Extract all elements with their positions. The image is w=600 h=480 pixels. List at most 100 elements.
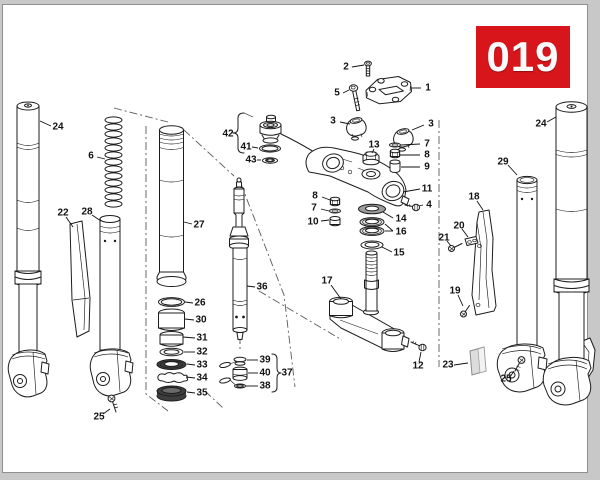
cartridge-tube bbox=[156, 125, 187, 287]
lower-triple-clamp bbox=[329, 250, 427, 352]
part-callout-3: 3 bbox=[330, 115, 336, 127]
part-callout-23: 23 bbox=[442, 359, 454, 371]
leader-line-33 bbox=[186, 363, 196, 366]
bolt-25-left bbox=[107, 394, 119, 413]
leader-line-4 bbox=[418, 204, 424, 207]
washer-7-right bbox=[389, 142, 401, 148]
part-callout-11: 11 bbox=[421, 183, 433, 195]
steering-bearings bbox=[358, 203, 386, 250]
leader-line-7 bbox=[320, 208, 330, 212]
leader-lines bbox=[39, 64, 557, 415]
part-callout-13: 13 bbox=[368, 139, 380, 151]
part-callout-38: 38 bbox=[259, 380, 271, 392]
leader-line-17 bbox=[330, 284, 342, 300]
page-number: 019 bbox=[486, 33, 560, 80]
part-callout-12: 12 bbox=[412, 360, 424, 372]
leader-line-28 bbox=[91, 214, 102, 222]
nut-8-left bbox=[329, 196, 341, 207]
leader-line-20 bbox=[461, 228, 469, 238]
part-callout-8: 8 bbox=[312, 190, 318, 202]
fork-spring bbox=[104, 116, 123, 208]
rebound-adjuster-parts bbox=[219, 353, 282, 393]
part-callout-34: 34 bbox=[196, 372, 208, 384]
fork-leg-right-outer bbox=[542, 101, 596, 406]
bolt-21 bbox=[448, 243, 463, 252]
leader-line-21 bbox=[446, 240, 452, 247]
leader-line-10 bbox=[320, 219, 330, 222]
leader-line-5 bbox=[342, 89, 350, 94]
fork-guard-strip-left bbox=[69, 220, 91, 338]
leader-line-22 bbox=[65, 216, 74, 228]
leader-line-29 bbox=[507, 164, 518, 176]
part-callout-18: 18 bbox=[468, 191, 480, 203]
part-callout-19: 19 bbox=[449, 285, 461, 297]
leader-line-31 bbox=[182, 336, 196, 339]
leader-line-15 bbox=[381, 246, 393, 253]
part-callout-31: 31 bbox=[196, 332, 208, 344]
part-callout-41: 41 bbox=[240, 141, 252, 153]
part-callout-27: 27 bbox=[193, 219, 205, 231]
part-callout-6: 6 bbox=[88, 150, 94, 162]
leader-line-7 bbox=[400, 143, 421, 146]
part-callout-37: 37 bbox=[281, 367, 293, 379]
leader-line-30 bbox=[184, 318, 195, 321]
steering-stem-nut-13 bbox=[362, 151, 380, 166]
leader-line-16 bbox=[384, 223, 394, 232]
part-callout-26: 26 bbox=[194, 297, 206, 309]
part-callout-33: 33 bbox=[196, 359, 208, 371]
fork-guard-right-group bbox=[448, 209, 497, 376]
part-callout-7: 7 bbox=[311, 202, 317, 214]
guard-bracket-20 bbox=[464, 236, 479, 246]
leader-line-6 bbox=[96, 156, 106, 160]
leader-line-12 bbox=[418, 351, 422, 363]
part-callout-29: 29 bbox=[497, 156, 509, 168]
part-callout-20: 20 bbox=[453, 220, 465, 232]
fork-leg-right-inner bbox=[496, 175, 548, 393]
part-callout-30: 30 bbox=[195, 314, 207, 326]
leader-line-2 bbox=[351, 64, 365, 68]
o-ring-41 bbox=[259, 144, 281, 153]
page-number-badge: 019 bbox=[476, 26, 570, 88]
part-callout-32: 32 bbox=[196, 346, 208, 358]
part-callout-3: 3 bbox=[428, 118, 434, 130]
assembly-axis-lines bbox=[113, 107, 440, 412]
handlebar-mount bbox=[346, 60, 414, 152]
leader-line-24 bbox=[39, 120, 52, 127]
part-callout-21: 21 bbox=[438, 232, 450, 244]
leader-line-8 bbox=[321, 196, 331, 201]
part-callout-14: 14 bbox=[395, 213, 407, 225]
fork-protector-18 bbox=[471, 209, 497, 316]
leader-line-25 bbox=[509, 370, 515, 378]
part-callout-43: 43 bbox=[245, 154, 257, 166]
part-callout-24: 24 bbox=[52, 121, 64, 133]
part-callout-5: 5 bbox=[334, 87, 340, 99]
part-callout-4: 4 bbox=[426, 199, 432, 211]
part-callout-36: 36 bbox=[256, 281, 268, 293]
fork-leg-left-outer bbox=[7, 101, 50, 398]
leader-line-34 bbox=[185, 376, 196, 379]
leader-line-11 bbox=[402, 188, 421, 193]
leader-line-23 bbox=[453, 362, 469, 366]
part-callout-8: 8 bbox=[424, 149, 430, 161]
brace-37 bbox=[271, 353, 282, 393]
fork-cap-assembly bbox=[232, 112, 328, 164]
part-callout-10: 10 bbox=[307, 216, 319, 228]
part-callout-17: 17 bbox=[321, 275, 333, 287]
bolt-2 bbox=[364, 60, 372, 77]
brace-42 bbox=[232, 112, 245, 154]
part-callout-28: 28 bbox=[81, 206, 93, 218]
leader-line-25 bbox=[102, 408, 111, 415]
damper-cartridge bbox=[229, 177, 249, 340]
leader-line-27 bbox=[183, 221, 193, 225]
bolt-12 bbox=[410, 340, 427, 352]
leader-line-26 bbox=[184, 301, 194, 304]
part-callout-1: 1 bbox=[425, 82, 431, 94]
leader-line-35 bbox=[186, 391, 196, 394]
part-callout-2: 2 bbox=[343, 61, 349, 73]
part-callout-39: 39 bbox=[259, 354, 271, 366]
leader-line-18 bbox=[476, 200, 484, 211]
part-callout-22: 22 bbox=[57, 207, 69, 219]
leader-line-14 bbox=[382, 211, 394, 219]
